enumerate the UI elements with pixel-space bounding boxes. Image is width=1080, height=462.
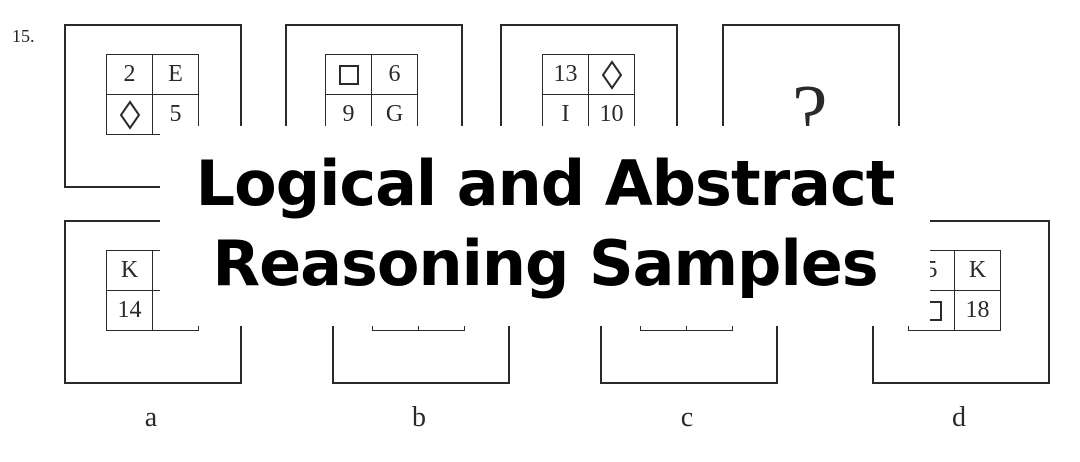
grid-cell: 18 xyxy=(955,291,1001,331)
grid-cell: 14 xyxy=(107,291,153,331)
grid-cell xyxy=(589,55,635,95)
option-grid-a: K 14 xyxy=(106,250,199,331)
grid-cell: E xyxy=(153,55,199,95)
option-label-d: d xyxy=(952,402,966,433)
question-grid-2: 6 9 G xyxy=(325,54,418,135)
grid-cell: 13 xyxy=(543,55,589,95)
grid-cell: 2 xyxy=(107,55,153,95)
banner-title: Logical and Abstract Reasoning Samples xyxy=(160,144,930,304)
question-grid-1: 2 E 5 xyxy=(106,54,199,135)
question-grid-3: 13 I 10 xyxy=(542,54,635,135)
option-label-c: c xyxy=(680,402,694,433)
grid-cell: 6 xyxy=(372,55,418,95)
question-frame-1: 2 E 5 xyxy=(64,24,242,188)
option-label-b: b xyxy=(412,402,426,433)
grid-cell: K xyxy=(955,251,1001,291)
diamond-icon xyxy=(601,59,622,90)
banner-title-line-2: Reasoning Samples xyxy=(212,227,878,300)
grid-cell xyxy=(326,55,372,95)
question-number: 15. xyxy=(12,26,35,46)
grid-cell xyxy=(107,95,153,135)
title-banner: Logical and Abstract Reasoning Samples xyxy=(160,126,930,326)
square-icon xyxy=(338,64,359,85)
banner-title-line-1: Logical and Abstract xyxy=(195,147,896,220)
grid-cell: K xyxy=(107,251,153,291)
option-label-a: a xyxy=(144,402,158,433)
diamond-icon xyxy=(119,99,140,130)
